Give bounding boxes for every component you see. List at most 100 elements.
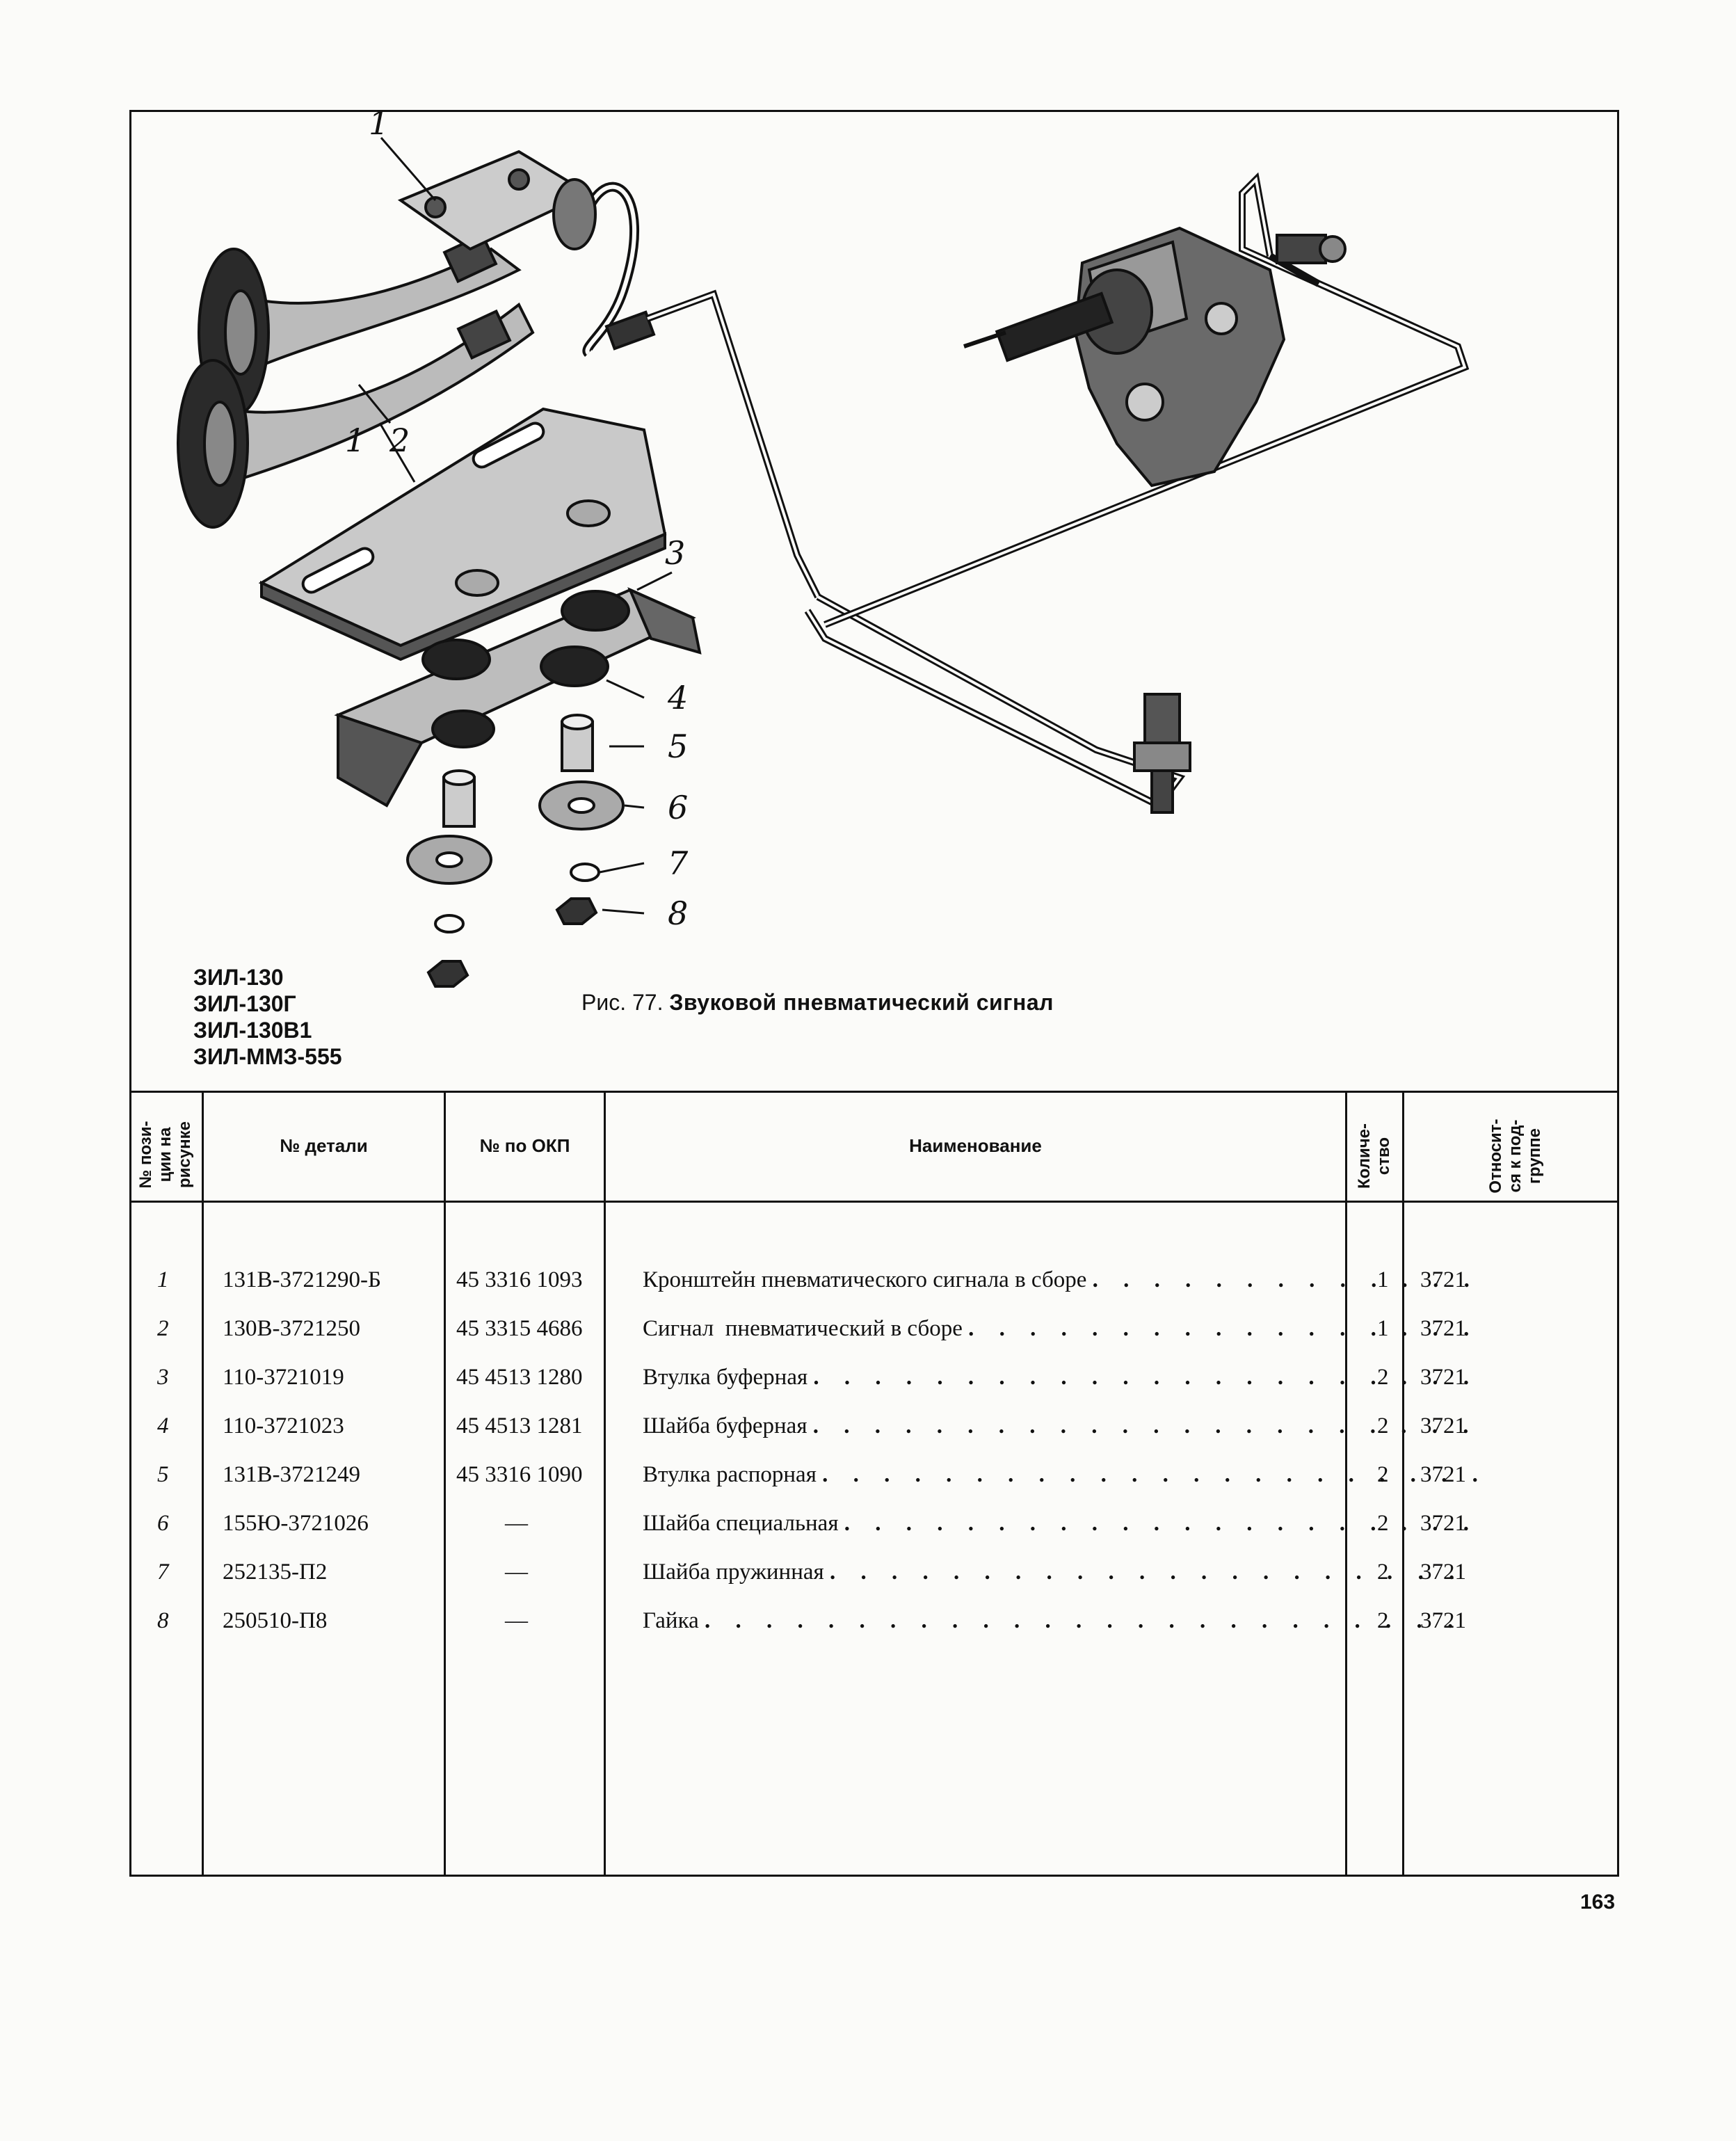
cell-part-number: 131В-3721290-Б: [223, 1267, 381, 1292]
cell-name: Втулка распорная . . . . . . . . . . . .…: [643, 1462, 1477, 1488]
table-row: 7 252135-П2 — Шайба пружинная . . . . . …: [129, 1559, 1619, 1608]
table-row: 8 250510-П8 — Гайка . . . . . . . . . . …: [129, 1608, 1619, 1657]
cell-quantity: 2: [1377, 1413, 1389, 1438]
leader-dots: . . . . . . . . . . . . . . . . . . . . …: [813, 1365, 1477, 1390]
leader-dots: . . . . . . . . . . . . . . . . . . . . …: [1092, 1267, 1477, 1292]
callout-4: 4: [668, 679, 689, 716]
leader-dots: . . . . . . . . . . . . . . . . . . . . …: [968, 1316, 1477, 1341]
table-row: 6 155Ю-3721026 — Шайба специальная . . .…: [129, 1511, 1619, 1559]
callout-7: 7: [668, 844, 689, 882]
header-subgroup-line: Относит-: [1486, 1118, 1505, 1194]
cell-subgroup: 3721: [1420, 1608, 1466, 1633]
name-text: Шайба пружинная: [643, 1559, 824, 1585]
parts-table: № пози- ции на рисунке № детали № по ОКП…: [129, 1091, 1619, 1877]
cell-part-number: 110-3721019: [223, 1365, 344, 1390]
cell-okp-number: 45 4513 1280: [456, 1365, 583, 1390]
model-list: ЗИЛ-130 ЗИЛ-130Г ЗИЛ-130В1 ЗИЛ-ММЗ-555: [193, 964, 342, 1070]
model-item: ЗИЛ-ММЗ-555: [193, 1044, 342, 1069]
table-row: 2 130В-3721250 45 3315 4686 Сигнал пневм…: [129, 1316, 1619, 1365]
header-name: Наименование: [909, 1134, 1042, 1156]
col-divider: [604, 1091, 606, 1877]
header-subgroup-line: ся к под-: [1506, 1119, 1525, 1193]
cell-okp-number: —: [505, 1559, 528, 1585]
leader-dots: . . . . . . . . . . . . . . . . . . . . …: [844, 1511, 1477, 1536]
figure-title: Звуковой пневматический сигнал: [669, 990, 1054, 1015]
cell-name: Шайба специальная . . . . . . . . . . . …: [643, 1511, 1477, 1537]
table-row: 3 110-3721019 45 4513 1280 Втулка буферн…: [129, 1365, 1619, 1413]
cell-name: Кронштейн пневматического сигнала в сбор…: [643, 1267, 1477, 1293]
leader-dots: . . . . . . . . . . . . . . . . . . . . …: [812, 1413, 1477, 1438]
cell-name: Гайка . . . . . . . . . . . . . . . . . …: [643, 1608, 1477, 1634]
cell-part-number: 110-3721023: [223, 1413, 344, 1438]
col-divider: [1345, 1091, 1347, 1877]
header-position-line: ции на: [156, 1127, 175, 1182]
cell-name: Шайба пружинная . . . . . . . . . . . . …: [643, 1559, 1477, 1585]
cell-name: Втулка буферная . . . . . . . . . . . . …: [643, 1365, 1477, 1390]
cell-part-number: 252135-П2: [223, 1559, 328, 1585]
cell-okp-number: —: [505, 1511, 528, 1536]
cell-part-number: 130В-3721250: [223, 1316, 360, 1341]
cell-quantity: 2: [1377, 1365, 1389, 1390]
cell-position: 3: [157, 1365, 169, 1390]
cell-quantity: 2: [1377, 1608, 1389, 1633]
cell-position: 7: [157, 1559, 169, 1585]
col-divider: [202, 1091, 204, 1877]
col-divider: [444, 1091, 446, 1877]
table-bottom-rule: [129, 1875, 1619, 1877]
callout-1: 1: [345, 422, 366, 459]
cell-position: 4: [157, 1413, 169, 1438]
name-text: Втулка распорная: [643, 1462, 817, 1487]
callout-8: 8: [668, 895, 689, 932]
header-position-line: рисунке: [175, 1121, 194, 1188]
cell-part-number: 155Ю-3721026: [223, 1511, 369, 1536]
callout-3: 3: [665, 534, 686, 572]
cell-subgroup: 3721: [1420, 1462, 1466, 1487]
col-divider: [1402, 1091, 1404, 1877]
header-quantity: Количе- ство: [1355, 1107, 1394, 1205]
figure-illustration: 1 1 2 3 4 5 6 7 8: [129, 104, 1619, 1084]
cell-okp-number: 45 3316 1090: [456, 1462, 583, 1487]
name-text: Втулка буферная: [643, 1365, 808, 1390]
name-text: Шайба буферная: [643, 1413, 807, 1438]
header-quantity-line: ство: [1374, 1137, 1393, 1176]
table-row: 4 110-3721023 45 4513 1281 Шайба буферна…: [129, 1413, 1619, 1462]
cell-quantity: 2: [1377, 1511, 1389, 1536]
cell-position: 2: [157, 1316, 169, 1341]
cell-name: Шайба буферная . . . . . . . . . . . . .…: [643, 1413, 1477, 1439]
cell-subgroup: 3721: [1420, 1413, 1466, 1438]
cell-okp-number: 45 4513 1281: [456, 1413, 583, 1438]
cell-position: 1: [157, 1267, 169, 1292]
header-part-number: № детали: [280, 1134, 368, 1156]
cell-quantity: 2: [1377, 1559, 1389, 1585]
cell-okp-number: 45 3315 4686: [456, 1316, 583, 1341]
leader-dots: . . . . . . . . . . . . . . . . . . . . …: [705, 1608, 1477, 1633]
cell-subgroup: 3721: [1420, 1316, 1466, 1341]
cell-quantity: 2: [1377, 1462, 1389, 1487]
leader-dots: . . . . . . . . . . . . . . . . . . . . …: [822, 1462, 1477, 1487]
cell-subgroup: 3721: [1420, 1267, 1466, 1292]
header-subgroup: Относит- ся к под- группе: [1486, 1104, 1545, 1208]
header-okp-number: № по ОКП: [479, 1134, 570, 1156]
cell-position: 8: [157, 1608, 169, 1633]
cell-name: Сигнал пневматический в сборе . . . . . …: [643, 1316, 1477, 1342]
page-number: 163: [1580, 1891, 1616, 1914]
cell-part-number: 250510-П8: [223, 1608, 328, 1633]
cell-quantity: 1: [1377, 1267, 1389, 1292]
table-row: 1 131В-3721290-Б 45 3316 1093 Кронштейн …: [129, 1267, 1619, 1316]
figure-number: Рис. 77.: [581, 990, 664, 1015]
cell-subgroup: 3721: [1420, 1365, 1466, 1390]
cell-position: 6: [157, 1511, 169, 1536]
callout-1-top: 1: [369, 104, 389, 142]
cell-okp-number: —: [505, 1608, 528, 1633]
model-item: ЗИЛ-130: [193, 965, 284, 990]
cell-subgroup: 3721: [1420, 1559, 1466, 1585]
model-item: ЗИЛ-130Г: [193, 991, 296, 1016]
pneumatic-signal-drawing: [177, 137, 1470, 988]
callout-6: 6: [668, 789, 689, 826]
name-text: Шайба специальная: [643, 1511, 839, 1536]
cell-quantity: 1: [1377, 1316, 1389, 1341]
name-text: Кронштейн пневматического сигнала в сбор…: [643, 1267, 1087, 1292]
table-top-rule: [129, 1091, 1619, 1093]
cell-position: 5: [157, 1462, 169, 1487]
header-bottom-rule: [129, 1201, 1619, 1203]
